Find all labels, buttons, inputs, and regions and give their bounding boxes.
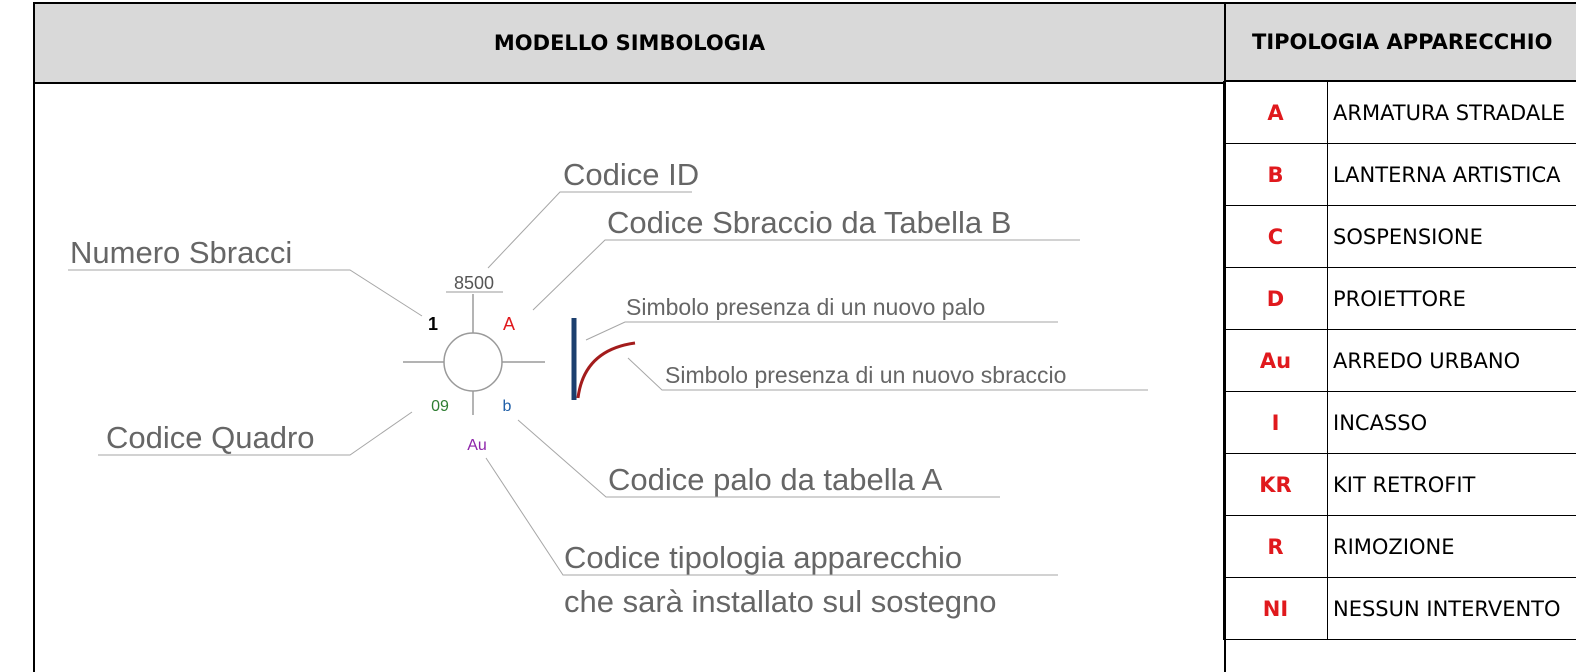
type-description: PROIETTORE xyxy=(1328,268,1576,330)
type-code: KR xyxy=(1224,454,1328,516)
type-code: C xyxy=(1224,206,1328,268)
label-codice-palo: Codice palo da tabella A xyxy=(608,462,943,497)
table-row: Au ARREDO URBANO xyxy=(1224,330,1576,392)
type-code: I xyxy=(1224,392,1328,454)
label-simbolo-palo: Simbolo presenza di un nuovo palo xyxy=(626,294,985,320)
table-row: D PROIETTORE xyxy=(1224,268,1576,330)
type-description: ARREDO URBANO xyxy=(1328,330,1576,392)
type-code: NI xyxy=(1224,578,1328,640)
table-row: C SOSPENSIONE xyxy=(1224,206,1576,268)
symbol-arm-count: 1 xyxy=(428,314,438,334)
leader-simbolo-palo xyxy=(586,322,1058,340)
type-description: NESSUN INTERVENTO xyxy=(1328,578,1576,640)
type-code: R xyxy=(1224,516,1328,578)
type-description: ARMATURA STRADALE xyxy=(1328,82,1576,144)
symbol-arm-code: A xyxy=(503,314,515,334)
table-row: KR KIT RETROFIT xyxy=(1224,454,1576,516)
label-simbolo-sbraccio: Simbolo presenza di un nuovo sbraccio xyxy=(665,362,1066,388)
type-description: LANTERNA ARTISTICA xyxy=(1328,144,1576,206)
type-code: D xyxy=(1224,268,1328,330)
pole-circle xyxy=(444,333,502,391)
table-row: A ARMATURA STRADALE xyxy=(1224,82,1576,144)
symbol-diagram: 8500 1 A 09 b Au Codice ID Codice Sbracc… xyxy=(0,0,1226,670)
table-row: I INCASSO xyxy=(1224,392,1576,454)
type-description: KIT RETROFIT xyxy=(1328,454,1576,516)
type-description: INCASSO xyxy=(1328,392,1576,454)
fixture-type-table: A ARMATURA STRADALE B LANTERNA ARTISTICA… xyxy=(1223,81,1576,640)
type-code: Au xyxy=(1224,330,1328,392)
label-codice-quadro: Codice Quadro xyxy=(106,420,315,455)
leader-numero-sbracci xyxy=(68,270,422,316)
type-description: SOSPENSIONE xyxy=(1328,206,1576,268)
type-code: A xyxy=(1224,82,1328,144)
table-row: B LANTERNA ARTISTICA xyxy=(1224,144,1576,206)
label-codice-tipologia-line1: Codice tipologia apparecchio xyxy=(564,540,962,575)
symbol-panel-code: 09 xyxy=(431,398,449,415)
label-codice-id: Codice ID xyxy=(563,157,699,192)
symbol-id-code: 8500 xyxy=(454,273,494,293)
label-numero-sbracci: Numero Sbracci xyxy=(70,235,292,270)
label-codice-sbraccio: Codice Sbraccio da Tabella B xyxy=(607,205,1011,240)
table-row: NI NESSUN INTERVENTO xyxy=(1224,578,1576,640)
new-arm-symbol xyxy=(578,343,635,398)
table-row: R RIMOZIONE xyxy=(1224,516,1576,578)
fixture-type-title: TIPOLOGIA APPARECCHIO xyxy=(1252,30,1552,54)
symbol-fixture-type: Au xyxy=(467,437,487,454)
type-code: B xyxy=(1224,144,1328,206)
symbol-pole-code: b xyxy=(503,398,512,415)
fixture-type-header: TIPOLOGIA APPARECCHIO xyxy=(1226,2,1576,82)
type-description: RIMOZIONE xyxy=(1328,516,1576,578)
label-codice-tipologia-line2: che sarà installato sul sostegno xyxy=(564,584,997,619)
